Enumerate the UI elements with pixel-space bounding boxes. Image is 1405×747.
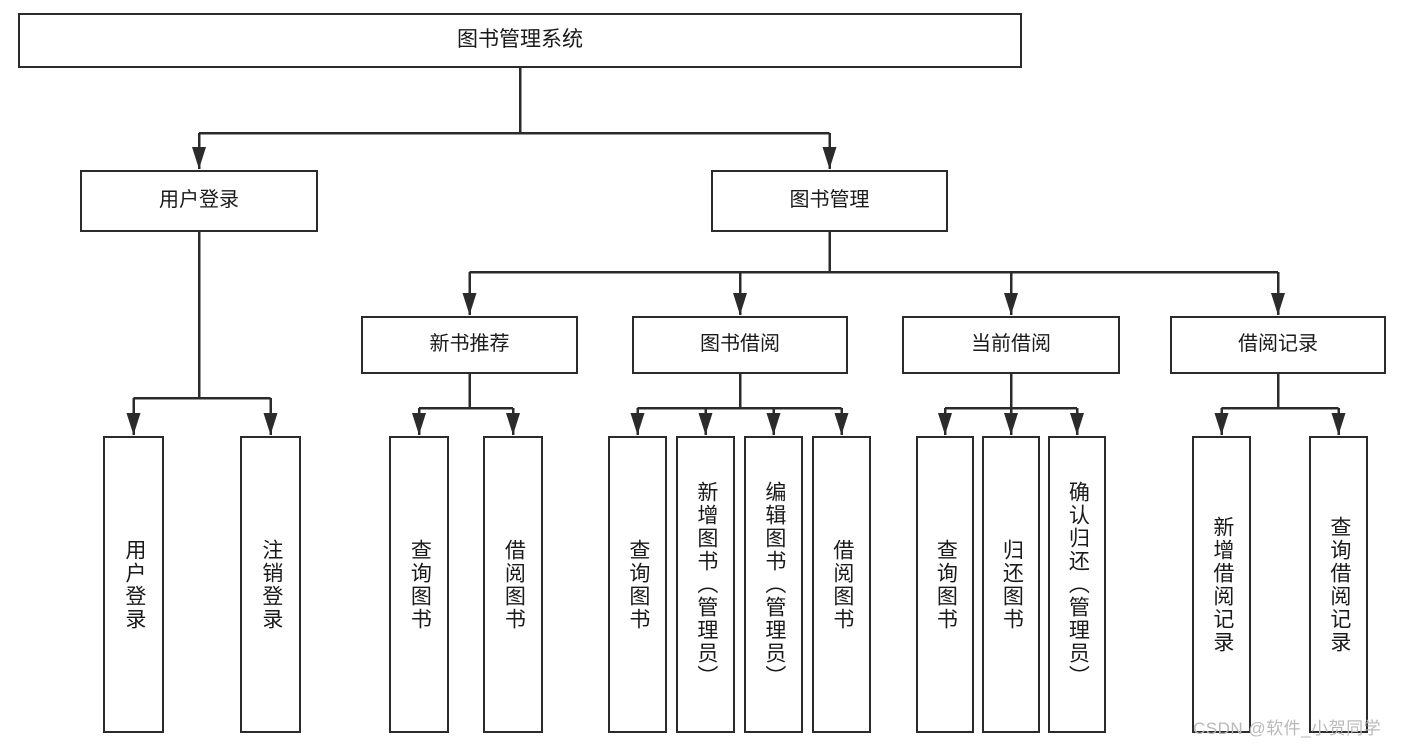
node-root[interactable]: 图书管理系统 [18,13,1022,68]
node-label: 当前借阅 [971,333,1051,356]
node-label: 图书借阅 [700,333,780,356]
node-l4_6[interactable]: 编辑图书（管理员） [744,436,803,733]
node-l4_2[interactable]: 查询图书 [389,436,449,733]
node-l4_5[interactable]: 新增图书（管理员） [676,436,735,733]
node-label: 借阅图书 [502,538,526,631]
watermark: CSDN @软件_小贺同学 [1193,719,1382,738]
node-label: 新书推荐 [429,333,510,356]
node-label: 查询图书 [626,538,650,631]
node-label: 查询借阅记录 [1327,515,1351,654]
node-label: 查询图书 [934,538,958,631]
node-label: 用户登录 [159,189,239,212]
node-l3_0[interactable]: 新书推荐 [361,316,578,374]
node-l2_1[interactable]: 图书管理 [711,170,948,232]
node-l3_2[interactable]: 当前借阅 [902,316,1120,374]
node-label: 注销登录 [259,538,283,631]
node-label: 新增图书（管理员） [694,481,718,688]
node-l4_0[interactable]: 用户登录 [103,436,164,733]
node-l4_12[interactable]: 查询借阅记录 [1309,436,1368,733]
node-l4_1[interactable]: 注销登录 [240,436,301,733]
node-l2_0[interactable]: 用户登录 [80,170,318,232]
node-label: 编辑图书（管理员） [762,481,786,688]
node-label: 查询图书 [408,538,432,631]
node-l4_4[interactable]: 查询图书 [608,436,667,733]
node-l4_9[interactable]: 归还图书 [982,436,1040,733]
node-label: 图书管理 [789,189,870,212]
node-label: 图书管理系统 [457,28,583,52]
node-l3_1[interactable]: 图书借阅 [632,316,848,374]
node-label: 用户登录 [122,538,146,631]
node-l3_3[interactable]: 借阅记录 [1170,316,1386,374]
node-label: 归还图书 [1000,538,1024,631]
node-l4_3[interactable]: 借阅图书 [483,436,543,733]
node-l4_8[interactable]: 查询图书 [916,436,974,733]
node-label: 确认归还（管理员） [1066,481,1090,688]
node-label: 借阅记录 [1238,333,1318,356]
node-l4_11[interactable]: 新增借阅记录 [1192,436,1251,733]
node-label: 借阅图书 [830,538,854,631]
node-label: 新增借阅记录 [1210,515,1234,654]
node-l4_7[interactable]: 借阅图书 [812,436,871,733]
node-l4_10[interactable]: 确认归还（管理员） [1048,436,1106,733]
